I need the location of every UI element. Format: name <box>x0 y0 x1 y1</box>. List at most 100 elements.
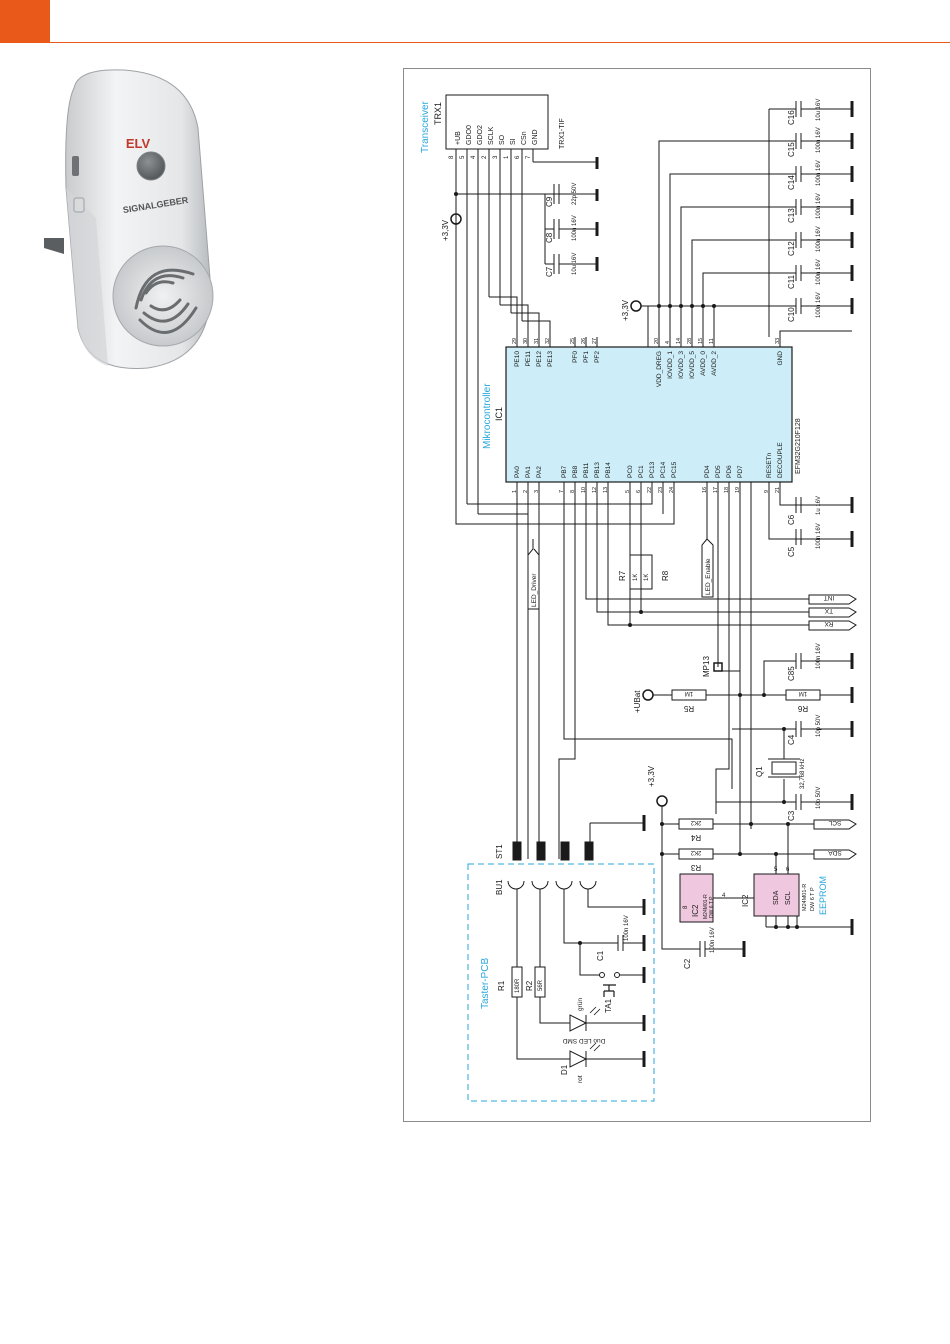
device-photo: ELV SIGNALGEBER <box>44 69 214 369</box>
mcu-title: Mikrocontroller <box>482 383 493 449</box>
svg-text:100n 16V: 100n 16V <box>572 215 578 241</box>
mcu-pin-label: PE11 <box>525 351 532 367</box>
svg-text:100n 16V: 100n 16V <box>816 643 822 669</box>
svg-text:R4: R4 <box>690 833 701 842</box>
trx-pin-label: GDO0 <box>466 125 473 145</box>
svg-text:10u 16V: 10u 16V <box>572 253 578 275</box>
mcu-pin-number: 24 <box>669 487 675 493</box>
capacitor-value: 100n 16V <box>816 259 822 285</box>
mcu-pin-number: 33 <box>775 338 781 344</box>
svg-text:+3,3V: +3,3V <box>647 765 656 787</box>
mcu-pin-number: 28 <box>687 338 693 344</box>
svg-text:R7: R7 <box>618 570 627 581</box>
mcu-pin-number: 21 <box>775 487 781 493</box>
mcu-pin-number: 20 <box>654 338 660 344</box>
trx-pin-label: SI <box>510 138 517 145</box>
decoupling-capacitor: C10 100n 16V <box>769 292 854 322</box>
svg-text:7: 7 <box>526 155 532 159</box>
svg-text:6: 6 <box>786 867 790 873</box>
battery-sense: MP13 1M R5 +UBat 1M R6 C85 100n 16V <box>633 643 854 713</box>
mcu-pin-number: 27 <box>592 338 598 344</box>
device-button <box>136 151 166 181</box>
mcu-pin-number: 23 <box>658 487 664 493</box>
mcu-pin-number: 10 <box>581 487 587 493</box>
mcu-pin-number: 18 <box>724 487 730 493</box>
trx-pin-label: GND <box>532 129 539 145</box>
mcu-pin-label: PC14 <box>660 461 667 478</box>
svg-text:R2: R2 <box>525 980 534 991</box>
svg-text:56R: 56R <box>538 979 544 991</box>
svg-text:SDA: SDA <box>828 849 842 856</box>
transceiver-title: Transceiver <box>420 100 431 153</box>
mcu-pin-number: 3 <box>534 490 540 493</box>
svg-text:DW 6 T P: DW 6 T P <box>709 896 715 918</box>
trx-part: TRX1-TIF <box>559 118 566 149</box>
svg-text:LED_Enable: LED_Enable <box>705 558 712 595</box>
led-enable-flag: LED_Enable <box>701 538 714 598</box>
svg-text:SCL: SCL <box>828 819 841 826</box>
capacitor-value: 100n 16V <box>816 292 822 318</box>
svg-text:8: 8 <box>449 155 455 159</box>
mcu-pin-label: GND <box>777 351 784 366</box>
mcu-pin-number: 26 <box>581 338 587 344</box>
capacitor-ref: C12 <box>787 241 796 256</box>
svg-text:22p 50V: 22p 50V <box>572 183 578 205</box>
svg-text:6: 6 <box>515 155 521 159</box>
mcu-pin-label: PF2 <box>594 351 601 363</box>
mcu-pin-label: PA0 <box>514 466 521 478</box>
capacitor-ref: C10 <box>787 307 796 322</box>
svg-text:1M: 1M <box>685 690 693 696</box>
svg-text:LED_Driver: LED_Driver <box>531 573 538 607</box>
svg-text:R5: R5 <box>683 704 694 713</box>
svg-text:2K2: 2K2 <box>690 819 701 825</box>
mcu-top-wires: +3,3V <box>489 140 852 347</box>
mcu-pin-label: VDD_DREG <box>656 351 663 387</box>
svg-text:100n 16V: 100n 16V <box>624 915 630 941</box>
mcu-pin-number: 17 <box>713 487 719 493</box>
mcu-pin-label: PC13 <box>649 461 656 478</box>
svg-text:R1: R1 <box>497 980 506 991</box>
trx-pin-label: SCLK <box>488 126 495 145</box>
mcu-pin-label: IOVDD_3 <box>678 351 685 379</box>
svg-text:C1: C1 <box>596 950 605 961</box>
svg-text:IC2: IC2 <box>691 904 700 917</box>
mcu-pin-label: PD4 <box>704 465 711 478</box>
svg-text:8: 8 <box>683 905 689 909</box>
svg-text:IC2: IC2 <box>741 894 750 907</box>
mcu-pin-label: PF0 <box>572 351 579 363</box>
schematic-diagram: Transceiver TRX1 TRX1-TIF +UB GDO0 GDO2 … <box>420 94 857 1102</box>
svg-text:C6: C6 <box>787 514 796 525</box>
mcu-pin-label: PD6 <box>726 465 733 478</box>
svg-text:TX: TX <box>824 607 833 614</box>
mcu-chip <box>505 346 793 483</box>
mcu-pin-number: 31 <box>534 338 540 344</box>
svg-text:ST1: ST1 <box>495 844 504 859</box>
mcu-pin-label: PB11 <box>583 462 590 478</box>
mcu-pin-number: 29 <box>512 338 518 344</box>
svg-text:10p 50V: 10p 50V <box>816 715 822 737</box>
st1-connector: ST1 <box>495 815 646 861</box>
trx-caps: C9 22p 50V C8 100n 16V C7 10u 16V <box>544 157 599 277</box>
led-driver-flag: LED_Driver <box>527 539 540 610</box>
mcu-pin-label: PC1 <box>638 465 645 478</box>
mcu-pin-number: 2 <box>523 490 529 493</box>
mcu-pin-label: PB13 <box>594 462 601 478</box>
svg-text:D1: D1 <box>560 1064 569 1075</box>
crystal-circuit: C4 10p 50V Q1 32,768 kHz C3 10p 50V <box>715 715 854 821</box>
mcu-pin-number: 9 <box>764 490 770 493</box>
trx-pin-label: +UB <box>455 131 462 145</box>
trx-ref: TRX1 <box>433 102 443 125</box>
svg-text:32,768 kHz: 32,768 kHz <box>800 759 806 789</box>
capacitor-ref: C11 <box>787 274 796 289</box>
svg-text:R8: R8 <box>661 570 670 581</box>
svg-text:R3: R3 <box>690 863 701 872</box>
svg-text:1u 16V: 1u 16V <box>816 496 822 515</box>
trx-pin-label: GDO2 <box>477 125 484 145</box>
capacitor-ref: C14 <box>787 175 796 190</box>
svg-text:C7: C7 <box>545 266 554 277</box>
svg-text:C4: C4 <box>787 734 796 745</box>
mcu-pin-label: PD7 <box>737 465 744 478</box>
mcu-pin-label: PA1 <box>525 466 532 478</box>
svg-text:C2: C2 <box>683 958 692 969</box>
